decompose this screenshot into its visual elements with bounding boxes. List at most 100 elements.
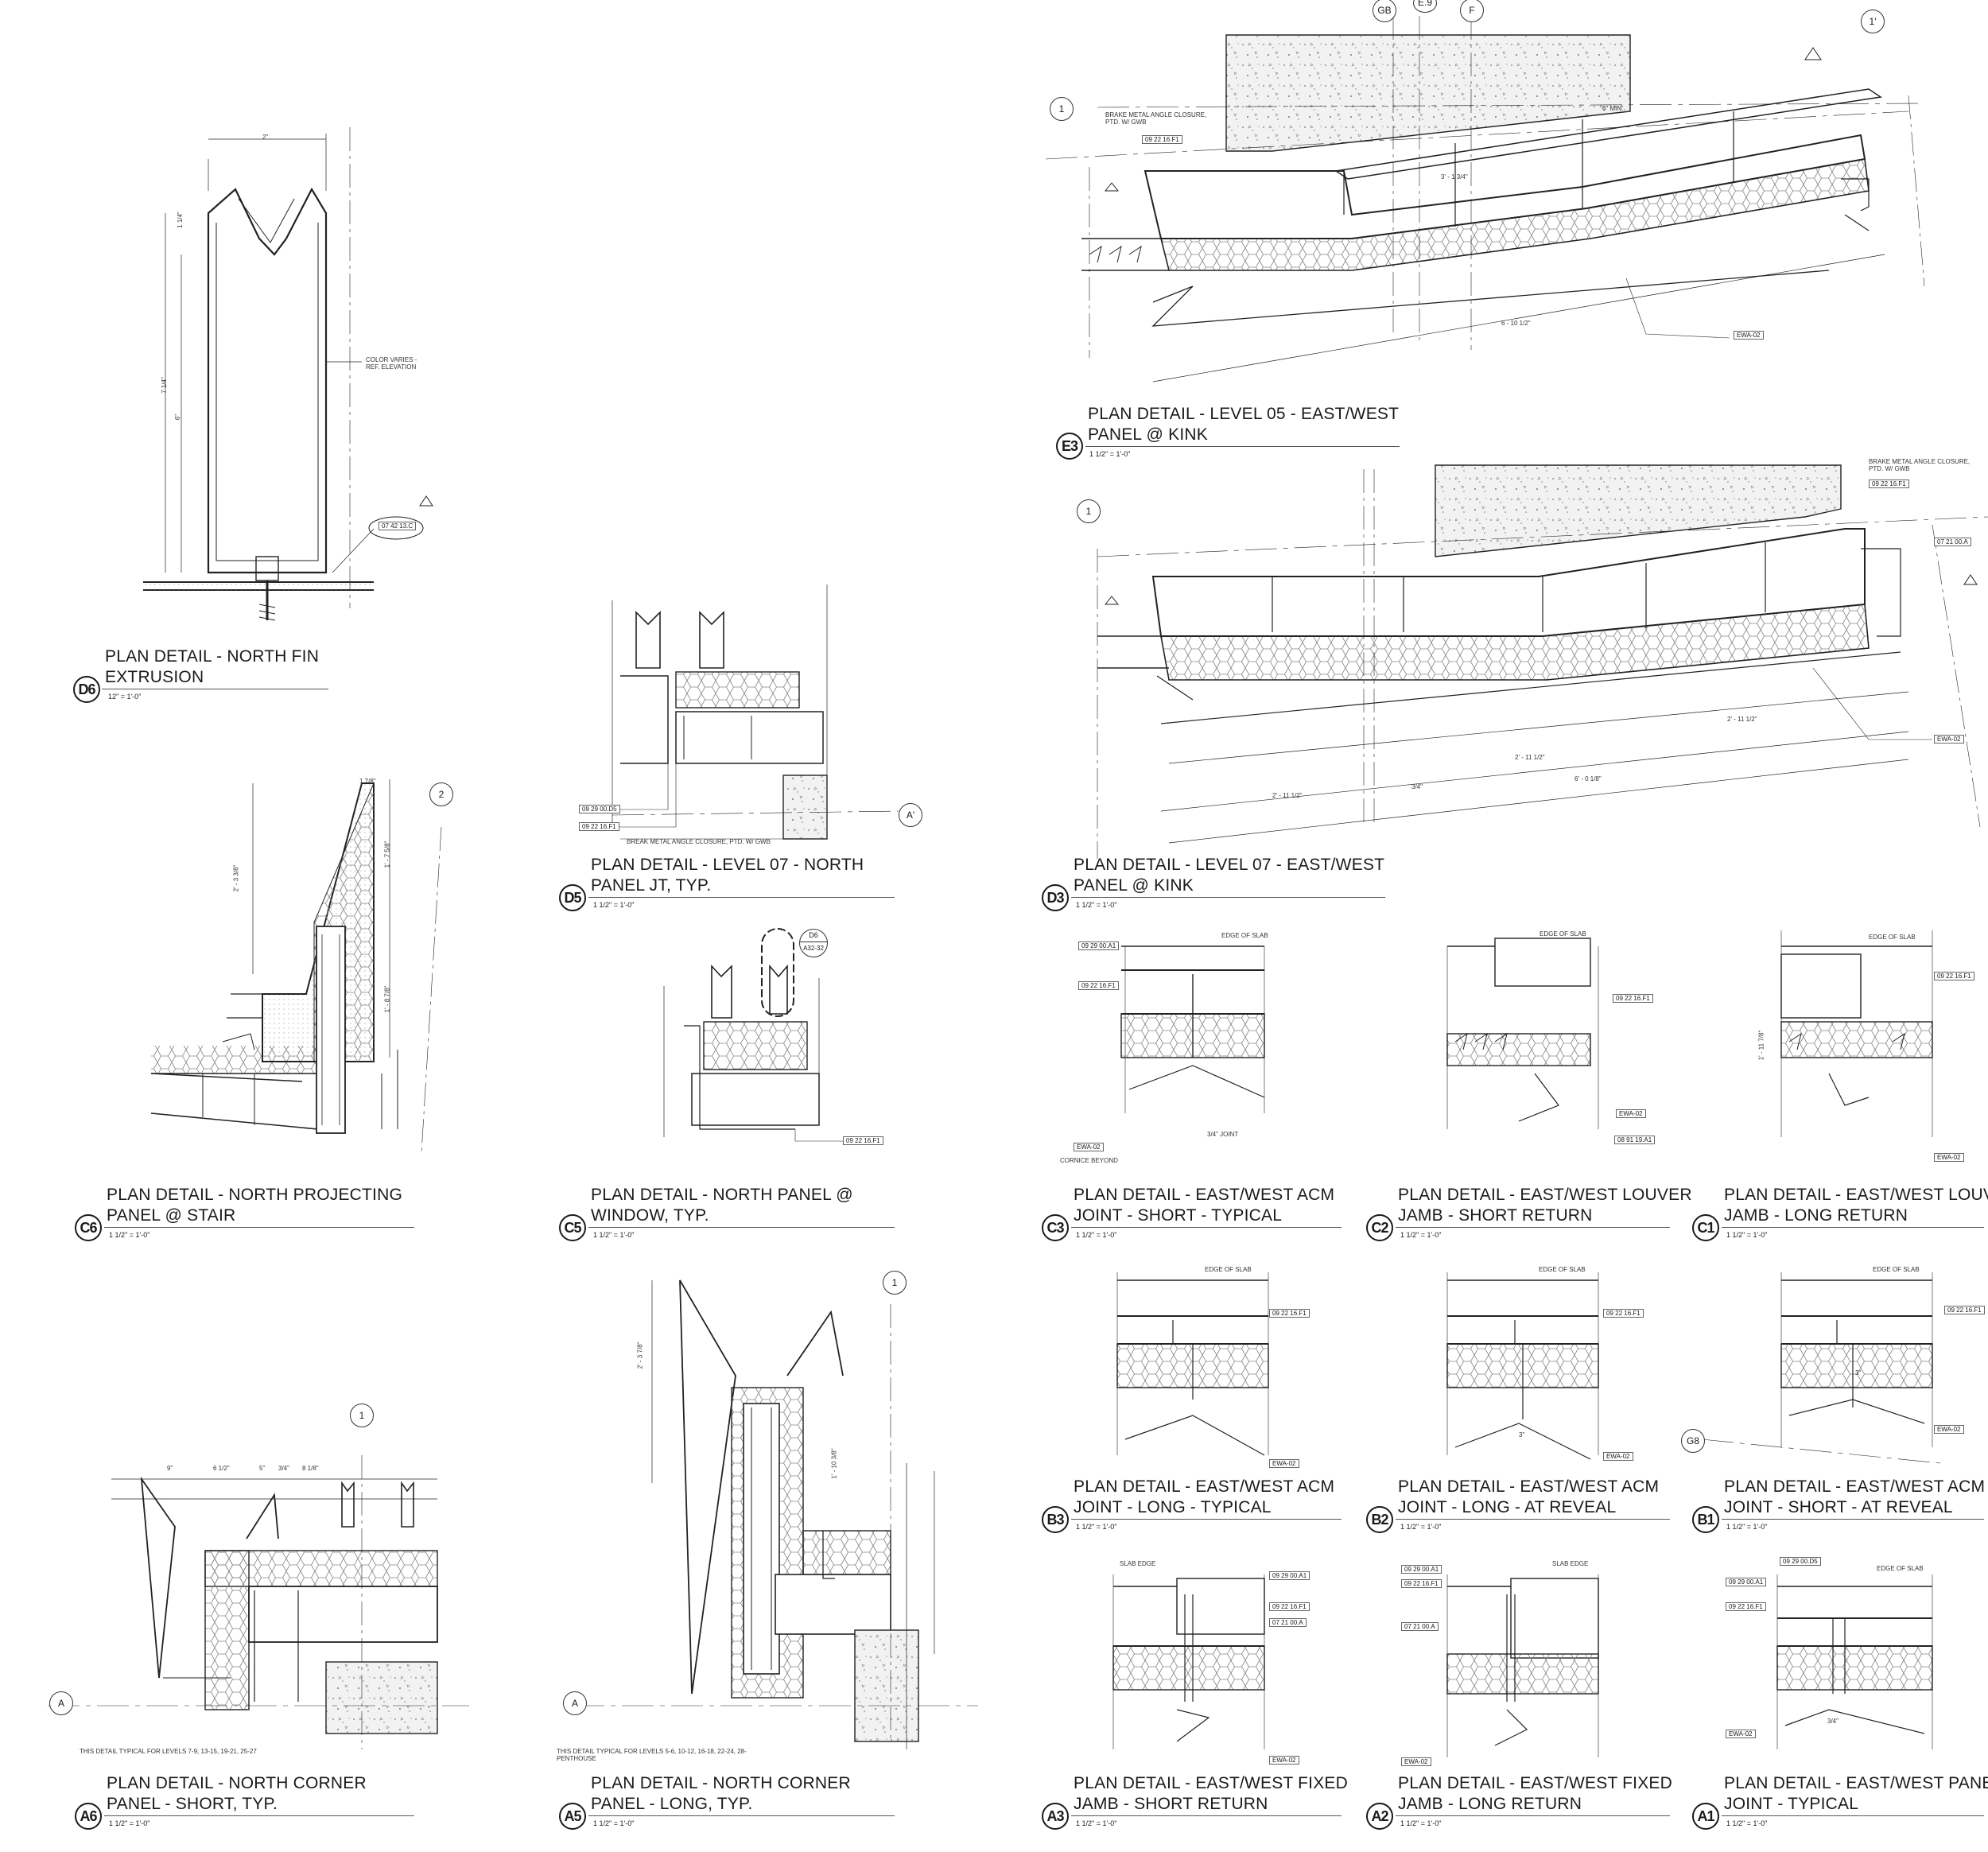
- detail-c1-id: C1: [1692, 1214, 1719, 1241]
- callout-break-metal-d5: BREAK METAL ANGLE CLOSURE, PTD. W/ GWB: [627, 838, 771, 845]
- keynote-tag-c3-ewa: EWA-02: [1074, 1143, 1104, 1151]
- dimension-c6-top: 1 7/8": [359, 778, 376, 785]
- detail-c3-underline: [1071, 1227, 1342, 1228]
- detail-c6-drawing: [150, 779, 442, 1154]
- detail-b3-id: B3: [1042, 1506, 1069, 1533]
- detail-e3-scale: 1 1/2" = 1'-0": [1089, 450, 1131, 458]
- dimension-a5-height: 2' - 3 7/8": [636, 1341, 644, 1369]
- dimension-d6-inner: 6": [174, 413, 182, 421]
- section-reference-c5: D6 A32-32: [799, 929, 828, 957]
- detail-a6-id: A6: [75, 1803, 102, 1830]
- detail-a1-underline: [1722, 1815, 1984, 1816]
- dimension-e3-panel: 3' - 1 3/4": [1441, 173, 1468, 181]
- detail-e3-drawing: [1045, 16, 1925, 382]
- detail-a1-drawing: [1776, 1574, 1933, 1749]
- callout-edge-of-slab-b2: EDGE OF SLAB: [1539, 1266, 1586, 1273]
- dimension-a6-second: 6 1/2": [213, 1465, 230, 1472]
- callout-edge-of-slab-b1: EDGE OF SLAB: [1873, 1266, 1920, 1273]
- callout-cornice-beyond: CORNICE BEYOND: [1060, 1157, 1118, 1164]
- detail-b1-title-line1: PLAN DETAIL - EAST/WEST ACM: [1724, 1477, 1986, 1496]
- detail-d3-drawing: [1097, 464, 1988, 859]
- dimension-d3-right: 2' - 11 1/2": [1727, 716, 1757, 723]
- dimension-d3-joint: 3/4": [1411, 783, 1423, 790]
- keynote-tag-e3-0922: 09 22 16.F1: [1142, 135, 1182, 144]
- keynote-tag-c2-0922: 09 22 16.F1: [1613, 994, 1653, 1003]
- detail-a5-title-line1: PLAN DETAIL - NORTH CORNER: [591, 1774, 851, 1792]
- detail-b3-title-line1: PLAN DETAIL - EAST/WEST ACM: [1074, 1477, 1335, 1496]
- keynote-tag-a1-ewa: EWA-02: [1726, 1730, 1756, 1738]
- callout-edge-of-slab-c1: EDGE OF SLAB: [1869, 934, 1916, 941]
- detail-d3-title-line2: PANEL @ KINK: [1074, 876, 1194, 895]
- dimension-a6-joint: 3/4": [278, 1465, 289, 1472]
- dimension-c6-diagonal: 2' - 3 3/8": [232, 864, 240, 892]
- detail-a6-title-line2: PANEL - SHORT, TYP.: [107, 1795, 278, 1813]
- keynote-tag-a2-ewa: EWA-02: [1401, 1757, 1431, 1766]
- detail-c5-underline: [588, 1227, 895, 1228]
- grid-bubble-2-c6: 2: [429, 782, 453, 806]
- detail-a3-drawing: [1112, 1574, 1265, 1749]
- detail-b3-underline: [1071, 1519, 1342, 1520]
- dimension-a1-joint: 3/4": [1827, 1718, 1839, 1725]
- callout-edge-of-slab-b3: EDGE OF SLAB: [1205, 1266, 1252, 1273]
- detail-e3-underline: [1085, 446, 1400, 447]
- keynote-tag-c1-ewa: EWA-02: [1934, 1153, 1964, 1162]
- detail-c5-scale: 1 1/2" = 1'-0": [593, 1231, 635, 1239]
- dimension-d6-width: 2": [262, 134, 269, 141]
- keynote-tag-a3-0922: 09 22 16.F1: [1269, 1602, 1310, 1611]
- detail-d3-id: D3: [1042, 884, 1069, 911]
- detail-c2-title-line2: JAMB - SHORT RETURN: [1398, 1206, 1593, 1225]
- callout-brake-metal-e3: BRAKE METAL ANGLE CLOSURE, PTD. W/ GWB: [1105, 111, 1207, 126]
- detail-c6-underline: [104, 1227, 414, 1228]
- section-reference-detail: D6: [800, 930, 827, 942]
- grid-bubble-gb: GB: [1373, 0, 1396, 22]
- detail-b3-drawing: [1116, 1272, 1269, 1456]
- detail-a3-title-line1: PLAN DETAIL - EAST/WEST FIXED: [1074, 1774, 1348, 1792]
- dimension-c6-lower: 1' - 8 7/8": [383, 985, 391, 1013]
- detail-c6-id: C6: [75, 1214, 102, 1241]
- detail-a6-title-line1: PLAN DETAIL - NORTH CORNER: [107, 1774, 367, 1792]
- keynote-tag-e3-ewa: EWA-02: [1734, 331, 1764, 340]
- keynote-tag-c3-0922: 09 22 16.F1: [1078, 981, 1119, 990]
- detail-b1-title-line2: JOINT - SHORT - AT REVEAL: [1724, 1498, 1953, 1516]
- detail-b1-scale: 1 1/2" = 1'-0": [1726, 1523, 1768, 1531]
- detail-c2-drawing: [1446, 938, 1599, 1129]
- detail-a2-scale: 1 1/2" = 1'-0": [1400, 1819, 1442, 1827]
- detail-a6-underline: [104, 1815, 414, 1816]
- callout-slab-edge-a3: SLAB EDGE: [1120, 1560, 1156, 1567]
- callout-edge-of-slab-c3: EDGE OF SLAB: [1221, 932, 1268, 939]
- detail-d3-scale: 1 1/2" = 1'-0": [1076, 901, 1117, 909]
- detail-d6-title-line1: PLAN DETAIL - NORTH FIN: [105, 647, 320, 666]
- grid-bubble-a-a6: A: [49, 1691, 73, 1715]
- keynote-tag-b2-0922: 09 22 16.F1: [1603, 1309, 1644, 1318]
- detail-a1-title-line2: JOINT - TYPICAL: [1724, 1795, 1859, 1813]
- callout-typical-levels-a5: THIS DETAIL TYPICAL FOR LEVELS 5-6, 10-1…: [557, 1748, 747, 1762]
- detail-d3-underline: [1071, 897, 1385, 898]
- grid-bubble-1-prime: 1': [1861, 10, 1885, 33]
- detail-c6-scale: 1 1/2" = 1'-0": [109, 1231, 150, 1239]
- detail-c6-title-line1: PLAN DETAIL - NORTH PROJECTING: [107, 1186, 402, 1204]
- callout-joint-c3: 3/4" JOINT: [1207, 1131, 1239, 1138]
- keynote-tag-c2-0891: 08 91 19.A1: [1614, 1136, 1656, 1144]
- grid-bubble-e9: E.9: [1413, 0, 1437, 13]
- detail-b1-drawing: [1701, 1272, 1941, 1464]
- detail-a6-drawing: [48, 1455, 469, 1749]
- keynote-tag-a2-0922: 09 22 16.F1: [1401, 1579, 1442, 1588]
- dimension-c6-upper: 1' - 7 5/8": [383, 841, 391, 868]
- keynote-tag-b3-0922: 09 22 16.F1: [1269, 1309, 1310, 1318]
- detail-b2-title-line2: JOINT - LONG - AT REVEAL: [1398, 1498, 1617, 1516]
- detail-c3-scale: 1 1/2" = 1'-0": [1076, 1231, 1117, 1239]
- detail-d6-drawing: [143, 127, 433, 621]
- grid-bubble-1-a6: 1: [350, 1404, 374, 1427]
- detail-a2-title-line2: JAMB - LONG RETURN: [1398, 1795, 1582, 1813]
- dimension-b1-offset: 3": [1855, 1369, 1862, 1376]
- keynote-tag-b3-ewa: EWA-02: [1269, 1459, 1299, 1468]
- detail-a5-title-line2: PANEL - LONG, TYP.: [591, 1795, 753, 1813]
- keynote-tag-d3-0922: 09 22 16.F1: [1869, 480, 1909, 488]
- detail-c1-drawing: [1780, 930, 1933, 1137]
- grid-bubble-a-prime: A': [899, 803, 922, 827]
- dimension-d3-mid: 2' - 11 1/2": [1515, 754, 1545, 761]
- detail-c5-title-line2: WINDOW, TYP.: [591, 1206, 709, 1225]
- detail-a3-scale: 1 1/2" = 1'-0": [1076, 1819, 1117, 1827]
- detail-a3-underline: [1071, 1815, 1342, 1816]
